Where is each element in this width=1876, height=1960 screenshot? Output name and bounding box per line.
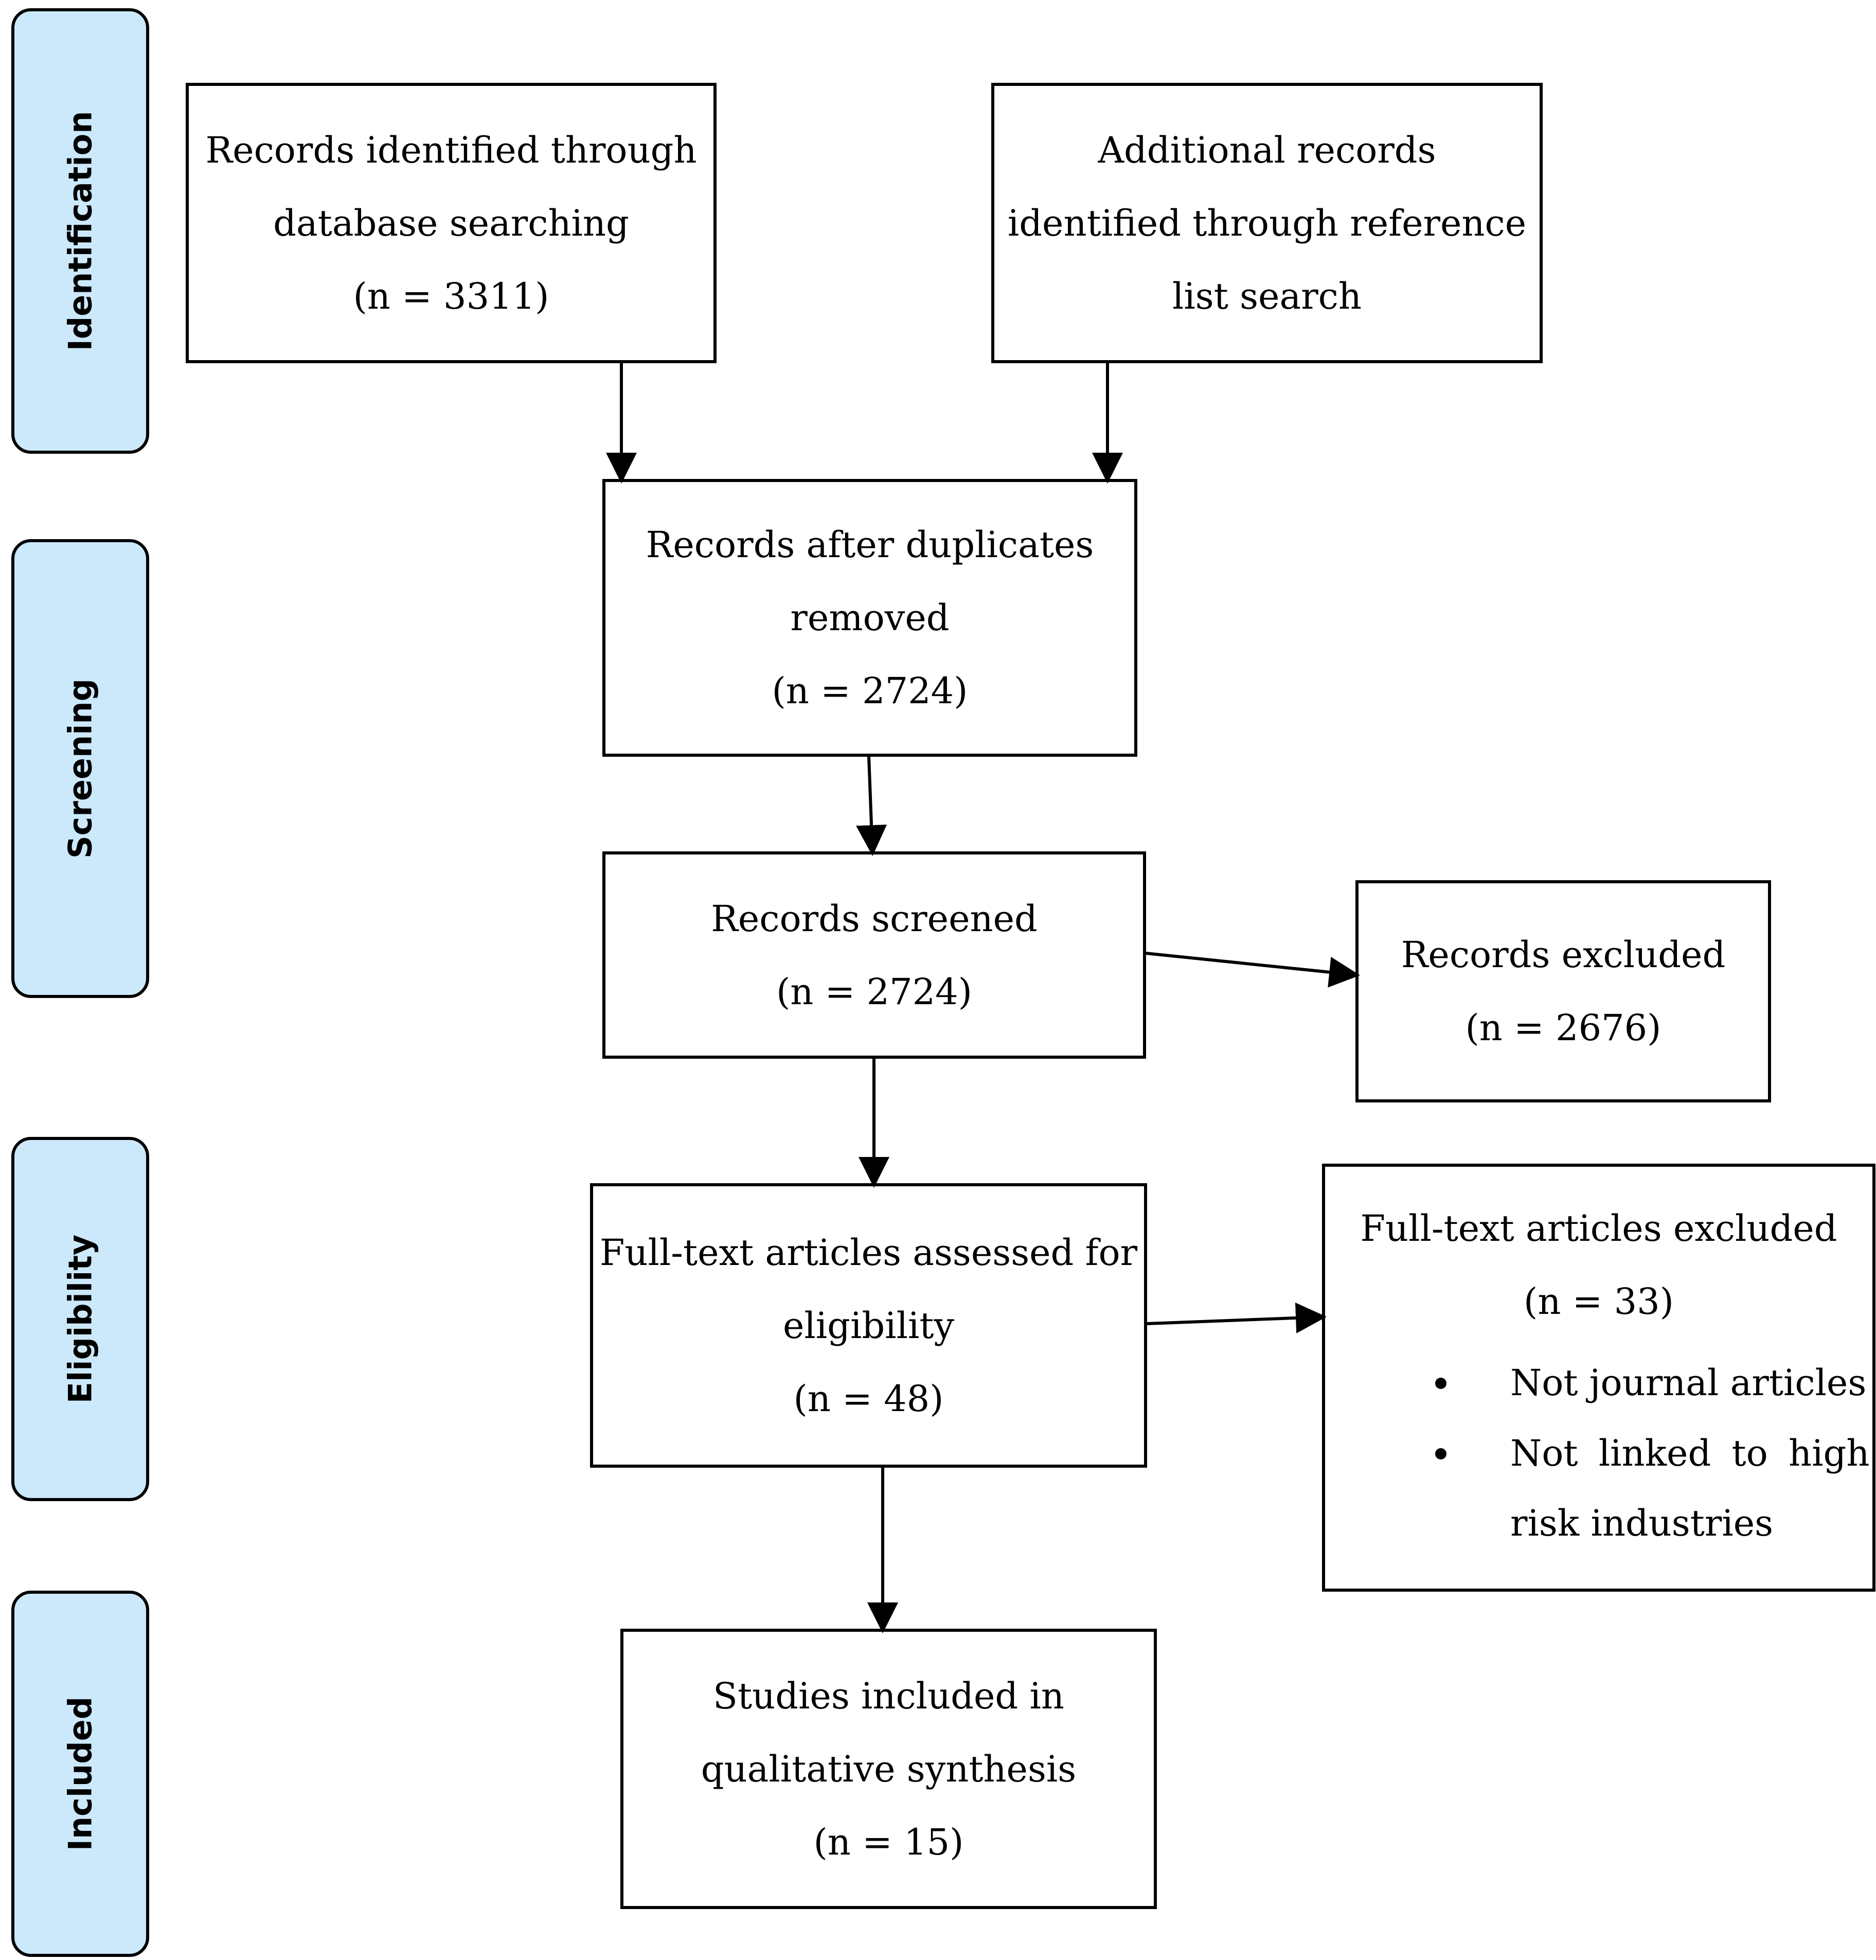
database-search-box: Records identified through database sear… bbox=[186, 83, 717, 363]
arrow-screened-to-excluded bbox=[1146, 952, 1360, 988]
records-screened-line1: Records screened bbox=[711, 897, 1038, 940]
bullet-dot-1 bbox=[1435, 1378, 1446, 1389]
fulltext-excluded-count: (n = 33) bbox=[1524, 1280, 1674, 1323]
studies-included-line2: qualitative synthesis bbox=[701, 1748, 1077, 1790]
records-excluded-box: Records excluded (n = 2676) bbox=[1355, 880, 1771, 1102]
duplicates-removed-count: (n = 2724) bbox=[772, 670, 968, 712]
records-screened-count: (n = 2724) bbox=[776, 970, 972, 1013]
reference-search-line2: identified through reference bbox=[1007, 202, 1527, 244]
database-search-line1: Records identified through bbox=[205, 129, 697, 171]
records-excluded-line1: Records excluded bbox=[1401, 934, 1726, 976]
records-screened-box: Records screened (n = 2724) bbox=[602, 851, 1146, 1059]
duplicates-removed-box: Records after duplicates removed (n = 27… bbox=[602, 479, 1137, 757]
phase-included: Included bbox=[11, 1591, 149, 1957]
studies-included-box: Studies included in qualitative synthesi… bbox=[620, 1629, 1157, 1909]
database-search-line2: database searching bbox=[273, 202, 629, 244]
fulltext-excluded-line1: Full-text articles excluded bbox=[1360, 1207, 1837, 1250]
phase-screening: Screening bbox=[11, 539, 149, 998]
duplicates-removed-line2: removed bbox=[790, 597, 950, 639]
studies-included-count: (n = 15) bbox=[813, 1821, 964, 1863]
fulltext-assessed-line1: Full-text articles assessed for bbox=[599, 1231, 1138, 1274]
exclusion-reason-3: risk industries bbox=[1510, 1502, 1774, 1544]
exclusion-reason-1: Not journal articles bbox=[1510, 1362, 1867, 1404]
studies-included-line1: Studies included in bbox=[713, 1674, 1064, 1717]
arrow-assessed-to-excluded bbox=[1147, 1302, 1327, 1333]
fulltext-assessed-count: (n = 48) bbox=[793, 1377, 944, 1420]
reference-search-box: Additional records identified through re… bbox=[991, 83, 1543, 363]
fulltext-assessed-box: Full-text articles assessed for eligibil… bbox=[590, 1183, 1147, 1468]
bullet-dot-2 bbox=[1435, 1448, 1446, 1459]
reference-search-line1: Additional records bbox=[1098, 129, 1436, 171]
phase-identification: Identification bbox=[11, 8, 149, 454]
fulltext-assessed-line2: eligibility bbox=[782, 1304, 955, 1347]
arrow-duplicates-to-screened bbox=[856, 756, 887, 856]
fulltext-excluded-box: Full-text articles excluded (n = 33) Not… bbox=[1322, 1164, 1875, 1592]
database-search-count: (n = 3311) bbox=[353, 275, 549, 317]
phase-eligibility: Eligibility bbox=[11, 1137, 149, 1501]
reference-search-line3: list search bbox=[1172, 275, 1362, 317]
exclusion-reason-2: Not linked to high bbox=[1510, 1432, 1870, 1474]
duplicates-removed-line1: Records after duplicates bbox=[646, 524, 1094, 566]
records-excluded-count: (n = 2676) bbox=[1465, 1007, 1661, 1049]
